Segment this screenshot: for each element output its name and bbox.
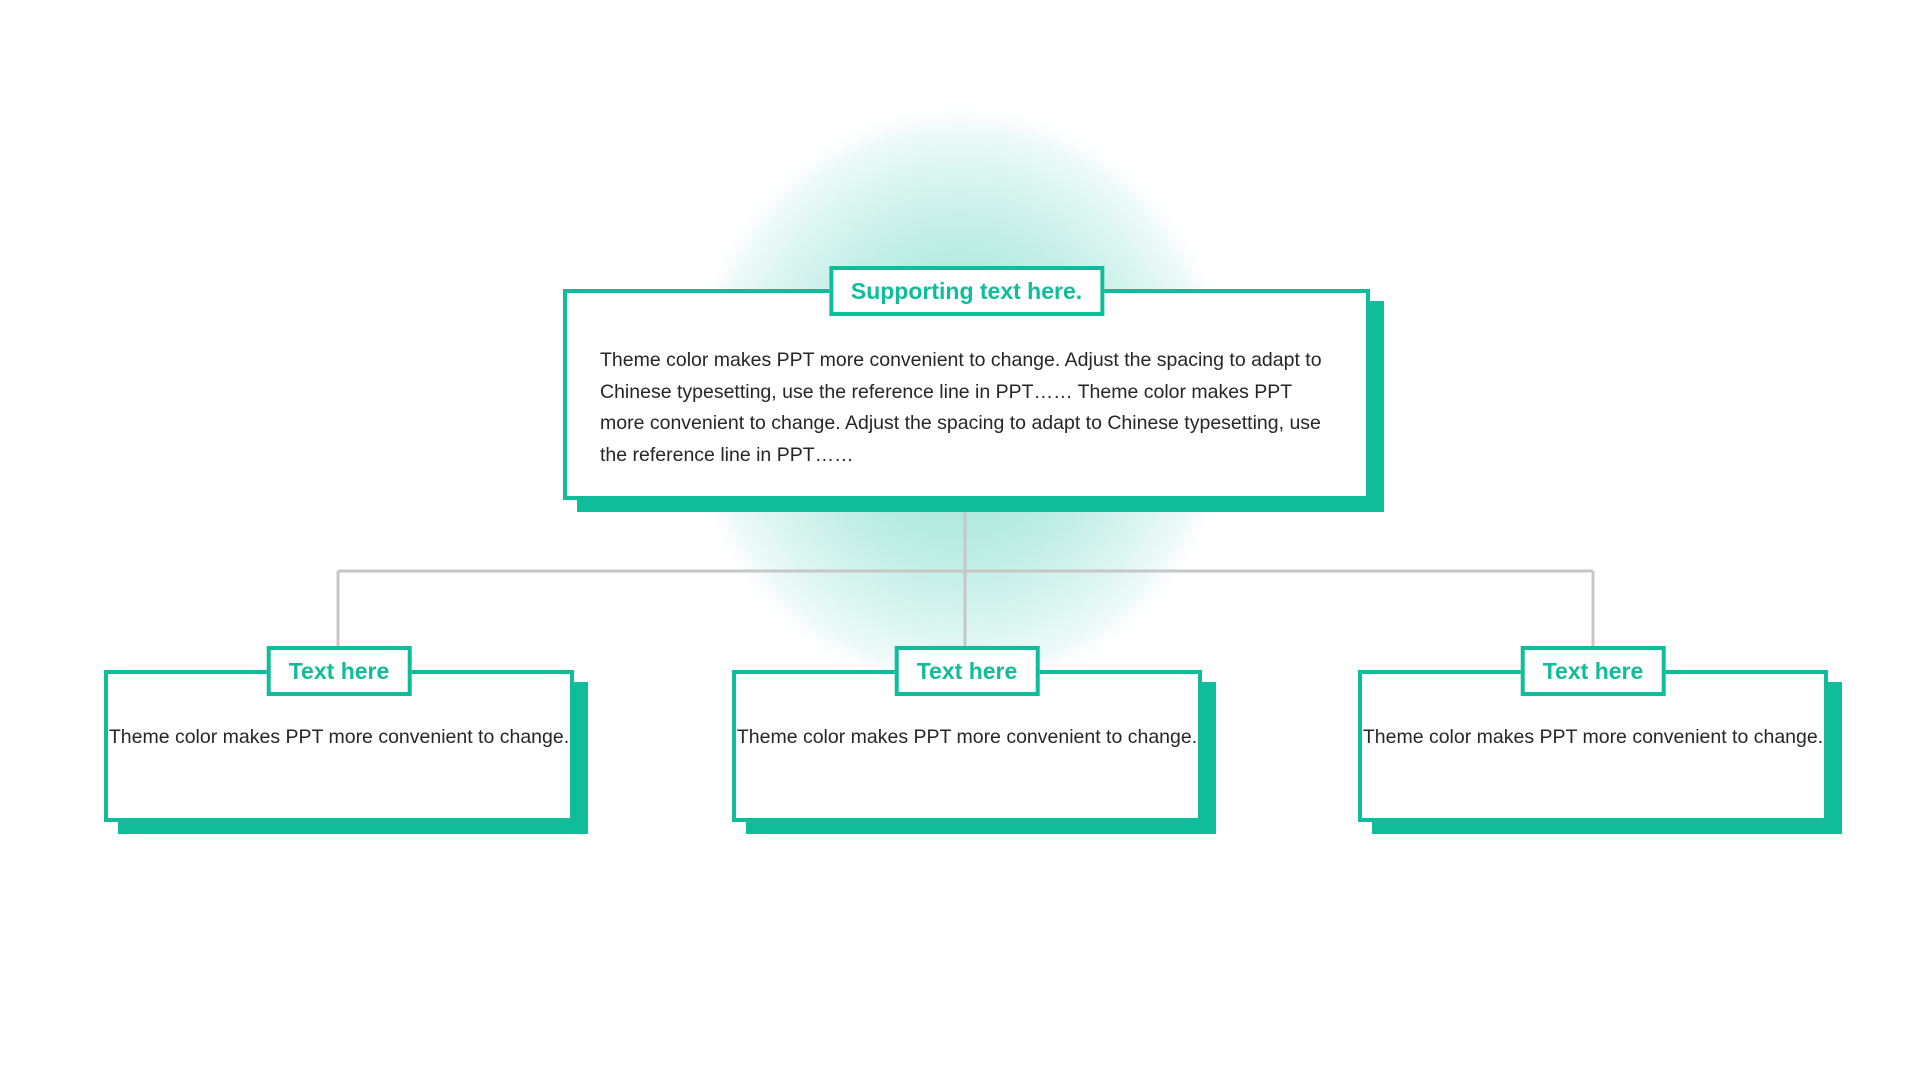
main-card-body: Theme color makes PPT more convenient to… bbox=[600, 349, 1322, 466]
child-card-2: Text here Theme color makes PPT more con… bbox=[732, 646, 1202, 822]
child-card-3-title: Text here bbox=[1520, 646, 1666, 696]
child-card-2-title: Text here bbox=[894, 646, 1040, 696]
child-card-3-body: Theme color makes PPT more convenient to… bbox=[1362, 726, 1824, 748]
child-card-2-body: Theme color makes PPT more convenient to… bbox=[736, 726, 1198, 748]
main-card-title: Supporting text here. bbox=[828, 266, 1105, 316]
child-card-1-title: Text here bbox=[266, 646, 412, 696]
child-card-1-body: Theme color makes PPT more convenient to… bbox=[108, 726, 570, 748]
main-card: Supporting text here. Theme color makes … bbox=[563, 266, 1370, 500]
child-card-3: Text here Theme color makes PPT more con… bbox=[1358, 646, 1828, 822]
child-card-1: Text here Theme color makes PPT more con… bbox=[104, 646, 574, 822]
